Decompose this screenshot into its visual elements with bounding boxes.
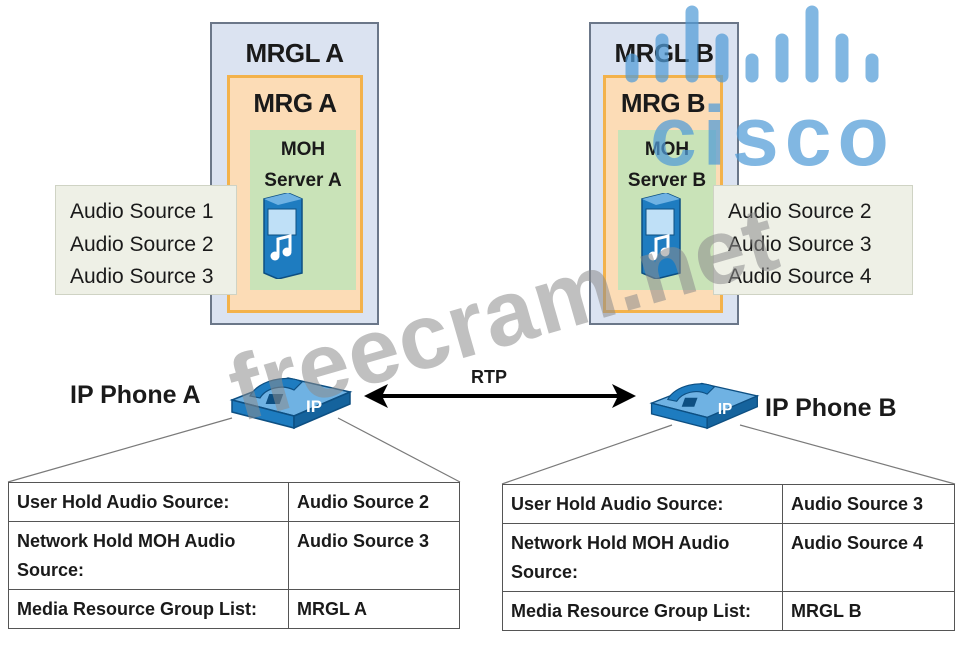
- moh-server-b-line1: MOH: [644, 139, 690, 160]
- table-row: Network Hold MOH Audio Source: Audio Sou…: [8, 521, 460, 590]
- config-key: Network Hold MOH Audio Source:: [502, 523, 783, 592]
- table-row: User Hold Audio Source: Audio Source 3: [502, 484, 955, 524]
- table-row: Media Resource Group List: MRGL B: [502, 591, 955, 631]
- audio-source-list-b: Audio Source 2 Audio Source 3 Audio Sour…: [713, 185, 913, 295]
- config-key: Media Resource Group List:: [502, 591, 783, 631]
- ip-phone-icon: IP: [229, 377, 353, 430]
- audio-source-item: Audio Source 3: [70, 265, 214, 288]
- mrgl-a-title: MRGL A: [245, 38, 344, 68]
- ip-phone-b-label: IP Phone B: [765, 394, 897, 422]
- config-key: Media Resource Group List:: [8, 589, 289, 629]
- rtp-label: RTP: [471, 367, 507, 387]
- cisco-logo-text: cisco: [650, 89, 895, 183]
- audio-source-item: Audio Source 1: [70, 200, 214, 223]
- config-value: Audio Source 4: [782, 523, 955, 592]
- moh-server-icon: [263, 193, 303, 279]
- config-value: Audio Source 3: [288, 521, 460, 590]
- config-value: Audio Source 3: [782, 484, 955, 524]
- cisco-logo-bars: [625, 5, 879, 83]
- config-key: User Hold Audio Source:: [8, 482, 289, 522]
- audio-source-item: Audio Source 4: [728, 265, 872, 288]
- moh-server-a-line1: MOH: [280, 139, 326, 160]
- audio-source-list-a: Audio Source 1 Audio Source 2 Audio Sour…: [55, 185, 237, 295]
- moh-server-icon: [641, 193, 681, 279]
- config-key: Network Hold MOH Audio Source:: [8, 521, 289, 590]
- ip-phone-icon: IP: [649, 382, 760, 430]
- table-row: User Hold Audio Source: Audio Source 2: [8, 482, 460, 522]
- moh-server-b-line2: Server B: [627, 170, 707, 191]
- mrg-b-title: MRG B: [620, 88, 706, 118]
- ip-phone-badge: IP: [718, 401, 732, 418]
- table-row: Media Resource Group List: MRGL A: [8, 589, 460, 629]
- table-row: Network Hold MOH Audio Source: Audio Sou…: [502, 523, 955, 592]
- phone-b-config-table: User Hold Audio Source: Audio Source 3 N…: [502, 484, 955, 631]
- config-value: MRGL B: [782, 591, 955, 631]
- ip-phone-a-label: IP Phone A: [70, 381, 201, 409]
- ip-phone-badge: IP: [306, 397, 322, 416]
- phone-a-config-table: User Hold Audio Source: Audio Source 2 N…: [8, 482, 460, 629]
- config-value: MRGL A: [288, 589, 460, 629]
- audio-source-item: Audio Source 2: [728, 200, 872, 223]
- moh-server-a-line2: Server A: [264, 170, 342, 191]
- mrg-a-title: MRG A: [253, 88, 337, 118]
- audio-source-item: Audio Source 2: [70, 232, 214, 256]
- rtp-double-arrow: [364, 384, 636, 408]
- config-key: User Hold Audio Source:: [502, 484, 783, 524]
- audio-source-item: Audio Source 3: [728, 232, 872, 256]
- config-value: Audio Source 2: [288, 482, 460, 522]
